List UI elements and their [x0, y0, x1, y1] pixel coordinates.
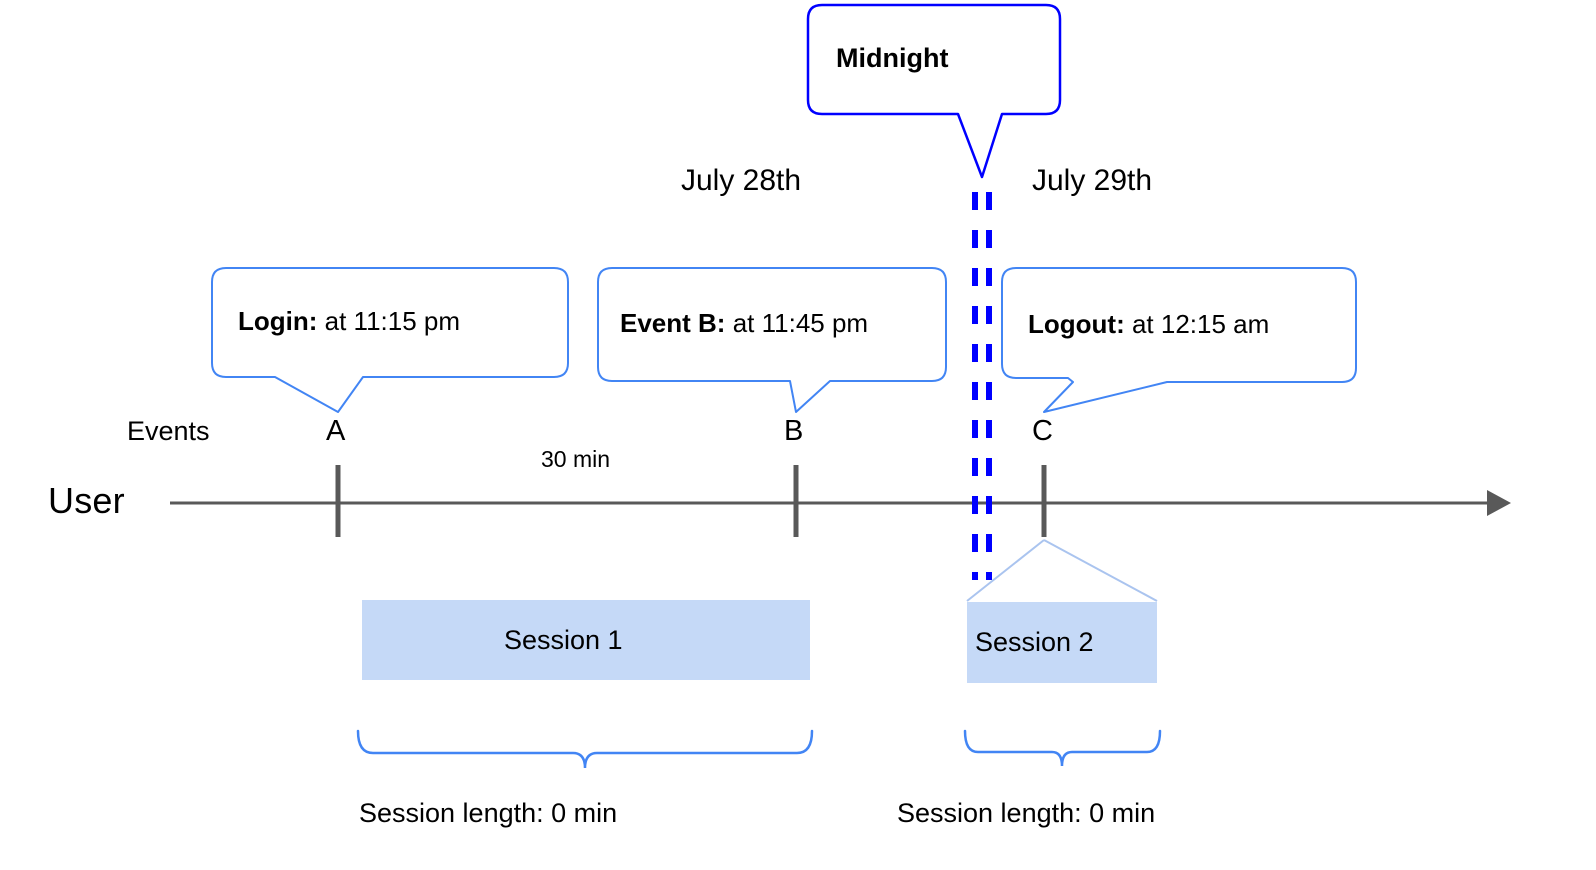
event-marker-label-b: B — [784, 415, 804, 447]
logout-callout-text: Logout: at 12:15 am — [1028, 311, 1269, 337]
login-callout-shape — [211, 267, 569, 413]
session-1-label: Session 1 — [504, 625, 623, 655]
login-callout-text: Login: at 11:15 pm — [238, 308, 460, 334]
session-2-label: Session 2 — [975, 627, 1094, 657]
logout-callout-shape — [1001, 267, 1357, 413]
session-2-bar — [967, 602, 1157, 683]
midnight-callout-shape — [806, 3, 1062, 179]
user-axis-label: User — [48, 480, 125, 521]
session-2-brace — [963, 729, 1162, 767]
session-1-length-label: Session length: 0 min — [359, 798, 618, 828]
date-label-july-29: July 29th — [1032, 164, 1153, 197]
event-marker-label-a: A — [326, 415, 346, 447]
session-1-brace — [356, 729, 814, 769]
event-b-callout-rest: at 11:45 pm — [725, 308, 869, 338]
event-marker-label-c: C — [1032, 415, 1053, 447]
logout-callout-rest: at 12:15 am — [1124, 309, 1270, 339]
events-row-label: Events — [127, 416, 210, 446]
logout-callout-bold: Logout: — [1028, 309, 1125, 339]
gap-duration-label: 30 min — [541, 446, 611, 472]
date-label-july-28: July 28th — [681, 164, 802, 197]
login-callout-rest: at 11:15 pm — [317, 306, 461, 336]
event-b-callout-shape — [597, 267, 947, 413]
event-b-callout-text: Event B: at 11:45 pm — [620, 310, 868, 336]
session-2-length-label: Session length: 0 min — [897, 798, 1156, 828]
session-2-connector — [966, 539, 1158, 602]
event-b-callout-bold: Event B: — [620, 308, 726, 338]
session-1-bar — [362, 600, 810, 680]
midnight-label: Midnight — [836, 43, 949, 73]
timeline-arrow-icon — [1487, 490, 1511, 516]
login-callout-bold: Login: — [238, 306, 318, 336]
